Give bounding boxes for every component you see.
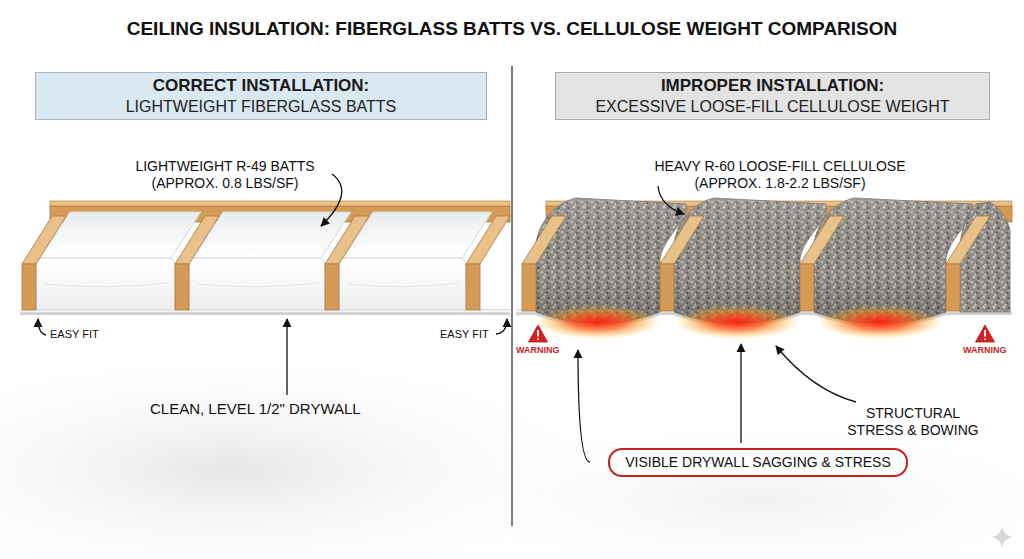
ceiling-joist [22, 264, 36, 310]
ceiling-joist [22, 216, 510, 310]
panel-divider [511, 66, 513, 526]
leader-arrow [776, 346, 856, 402]
fiberglass-batt [197, 283, 318, 287]
warning-symbol [529, 325, 995, 342]
warning-label: WARNING [963, 345, 1007, 356]
box-heading: VISIBLE DRYWALL SAGGING & STRESS [625, 454, 891, 471]
fiberglass-batt [36, 212, 492, 310]
leader-arrow [286, 319, 287, 395]
fiberglass-batt [347, 283, 459, 287]
section-header: IMPROPER INSTALLATION:EXCESSIVE LOOSE-FI… [555, 72, 990, 120]
material-label: HEAVY R-60 LOOSE-FILL CELLULOSE (APPROX.… [625, 158, 935, 192]
section-header: CORRECT INSTALLATION:LIGHTWEIGHT FIBERGL… [35, 72, 487, 120]
ceiling-joist [175, 216, 219, 264]
fiberglass-batt [44, 283, 168, 287]
ceiling-joist [22, 216, 66, 264]
leader-arrow [658, 186, 684, 214]
ceiling-joist [325, 216, 369, 264]
cellulose-fill [535, 198, 1010, 324]
warning-symbol [537, 338, 539, 340]
ceiling-joist [800, 216, 844, 264]
drywall-label: CLEAN, LEVEL 1/2" DRYWALL [150, 400, 361, 418]
box-subheading: LIGHTWEIGHT FIBERGLASS BATTS [126, 97, 397, 116]
fit-note: EASY FIT [50, 328, 99, 341]
stress-glow [675, 305, 799, 339]
fiberglass-batt [189, 258, 325, 310]
warning-symbol [529, 325, 548, 342]
warning-symbol [984, 330, 986, 337]
box-subheading: EXCESSIVE LOOSE-FILL CELLULOSE WEIGHT [595, 97, 949, 116]
watermark-sparkle [992, 527, 1012, 547]
diagram-title: CEILING INSULATION: FIBERGLASS BATTS VS.… [0, 18, 1024, 40]
ceiling-joist [946, 216, 990, 264]
leader-arrow [578, 350, 590, 462]
ceiling-joist [175, 264, 189, 310]
leader-arrow [496, 319, 507, 334]
ceiling-joist [660, 264, 674, 311]
warning-callout-box: VISIBLE DRYWALL SAGGING & STRESS [608, 448, 908, 477]
ceiling-joist [325, 264, 339, 310]
fiberglass-batt [339, 258, 466, 310]
ceiling-joist [522, 216, 990, 311]
warning-symbol [976, 325, 995, 342]
stress-glow [536, 305, 942, 339]
warning-label: WARNING [516, 345, 560, 356]
leader-arrow [38, 174, 856, 462]
ceiling-joist [800, 264, 814, 311]
ceiling-joist [660, 216, 704, 264]
ceiling-joist [946, 264, 960, 311]
leader-arrow [740, 344, 741, 443]
fiberglass-batt [36, 258, 175, 310]
ceiling-joist [466, 264, 480, 310]
box-heading: CORRECT INSTALLATION: [153, 76, 370, 96]
leader-arrow [38, 319, 46, 335]
leader-arrow [321, 174, 342, 226]
ceiling-joist [522, 264, 536, 311]
fit-note: EASY FIT [440, 328, 489, 341]
material-label: LIGHTWEIGHT R-49 BATTS (APPROX. 0.8 LBS/… [115, 158, 335, 192]
ceiling-joist [466, 216, 510, 264]
box-heading: IMPROPER INSTALLATION: [661, 76, 884, 96]
warning-symbol [984, 338, 986, 340]
warning-symbol [537, 330, 539, 337]
stress-glow [818, 305, 942, 339]
drywall-level [20, 311, 510, 312]
ceiling-joist [522, 216, 566, 264]
stress-label: STRUCTURAL STRESS & BOWING [840, 405, 986, 439]
back-plate [50, 201, 510, 206]
stress-glow [536, 305, 660, 339]
